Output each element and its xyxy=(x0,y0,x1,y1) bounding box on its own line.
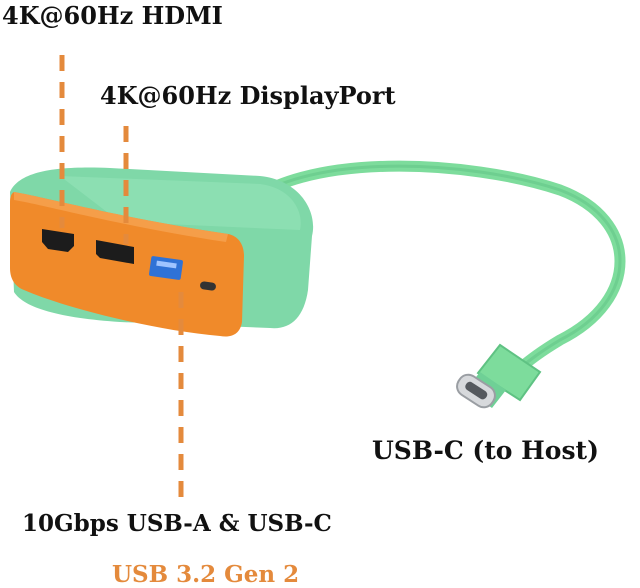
usb-c-port xyxy=(200,281,216,291)
usb-c-host-label: USB-C (to Host) xyxy=(372,436,599,465)
hdmi-port xyxy=(42,229,74,252)
hdmi-label: 4K@60Hz HDMI xyxy=(2,1,223,30)
usb-hub xyxy=(10,167,314,337)
usb-spec-label: USB 3.2 Gen 2 xyxy=(112,561,300,588)
usb-c-plug xyxy=(456,343,542,409)
displayport-label: 4K@60Hz DisplayPort xyxy=(100,81,396,110)
displayport-port xyxy=(96,240,134,264)
usb-speed-label: 10Gbps USB-A & USB-C xyxy=(22,510,332,537)
